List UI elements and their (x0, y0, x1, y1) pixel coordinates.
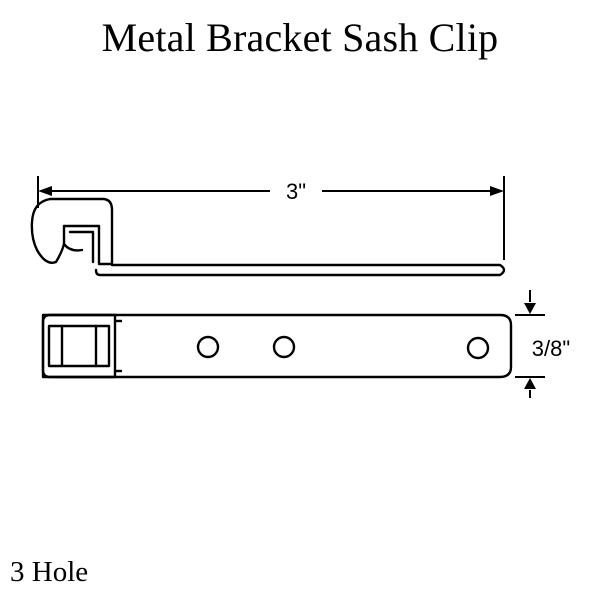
hole-3 (466, 336, 490, 360)
width-label: 3/8" (532, 336, 570, 361)
length-dimension (37, 176, 505, 260)
length-label: 3" (286, 179, 306, 204)
arrow-right-icon (490, 186, 504, 196)
hole-2 (272, 335, 296, 359)
bracket-plan-view (41, 313, 513, 379)
hole-1 (196, 335, 220, 359)
arrow-left-icon (38, 186, 52, 196)
width-dimension (515, 290, 545, 398)
arrow-up-icon (524, 378, 536, 389)
page-title: Metal Bracket Sash Clip (101, 15, 499, 60)
arrow-down-icon (524, 303, 536, 314)
hole-count-caption: 3 Hole (10, 556, 89, 588)
bracket-side-view (30, 197, 506, 277)
